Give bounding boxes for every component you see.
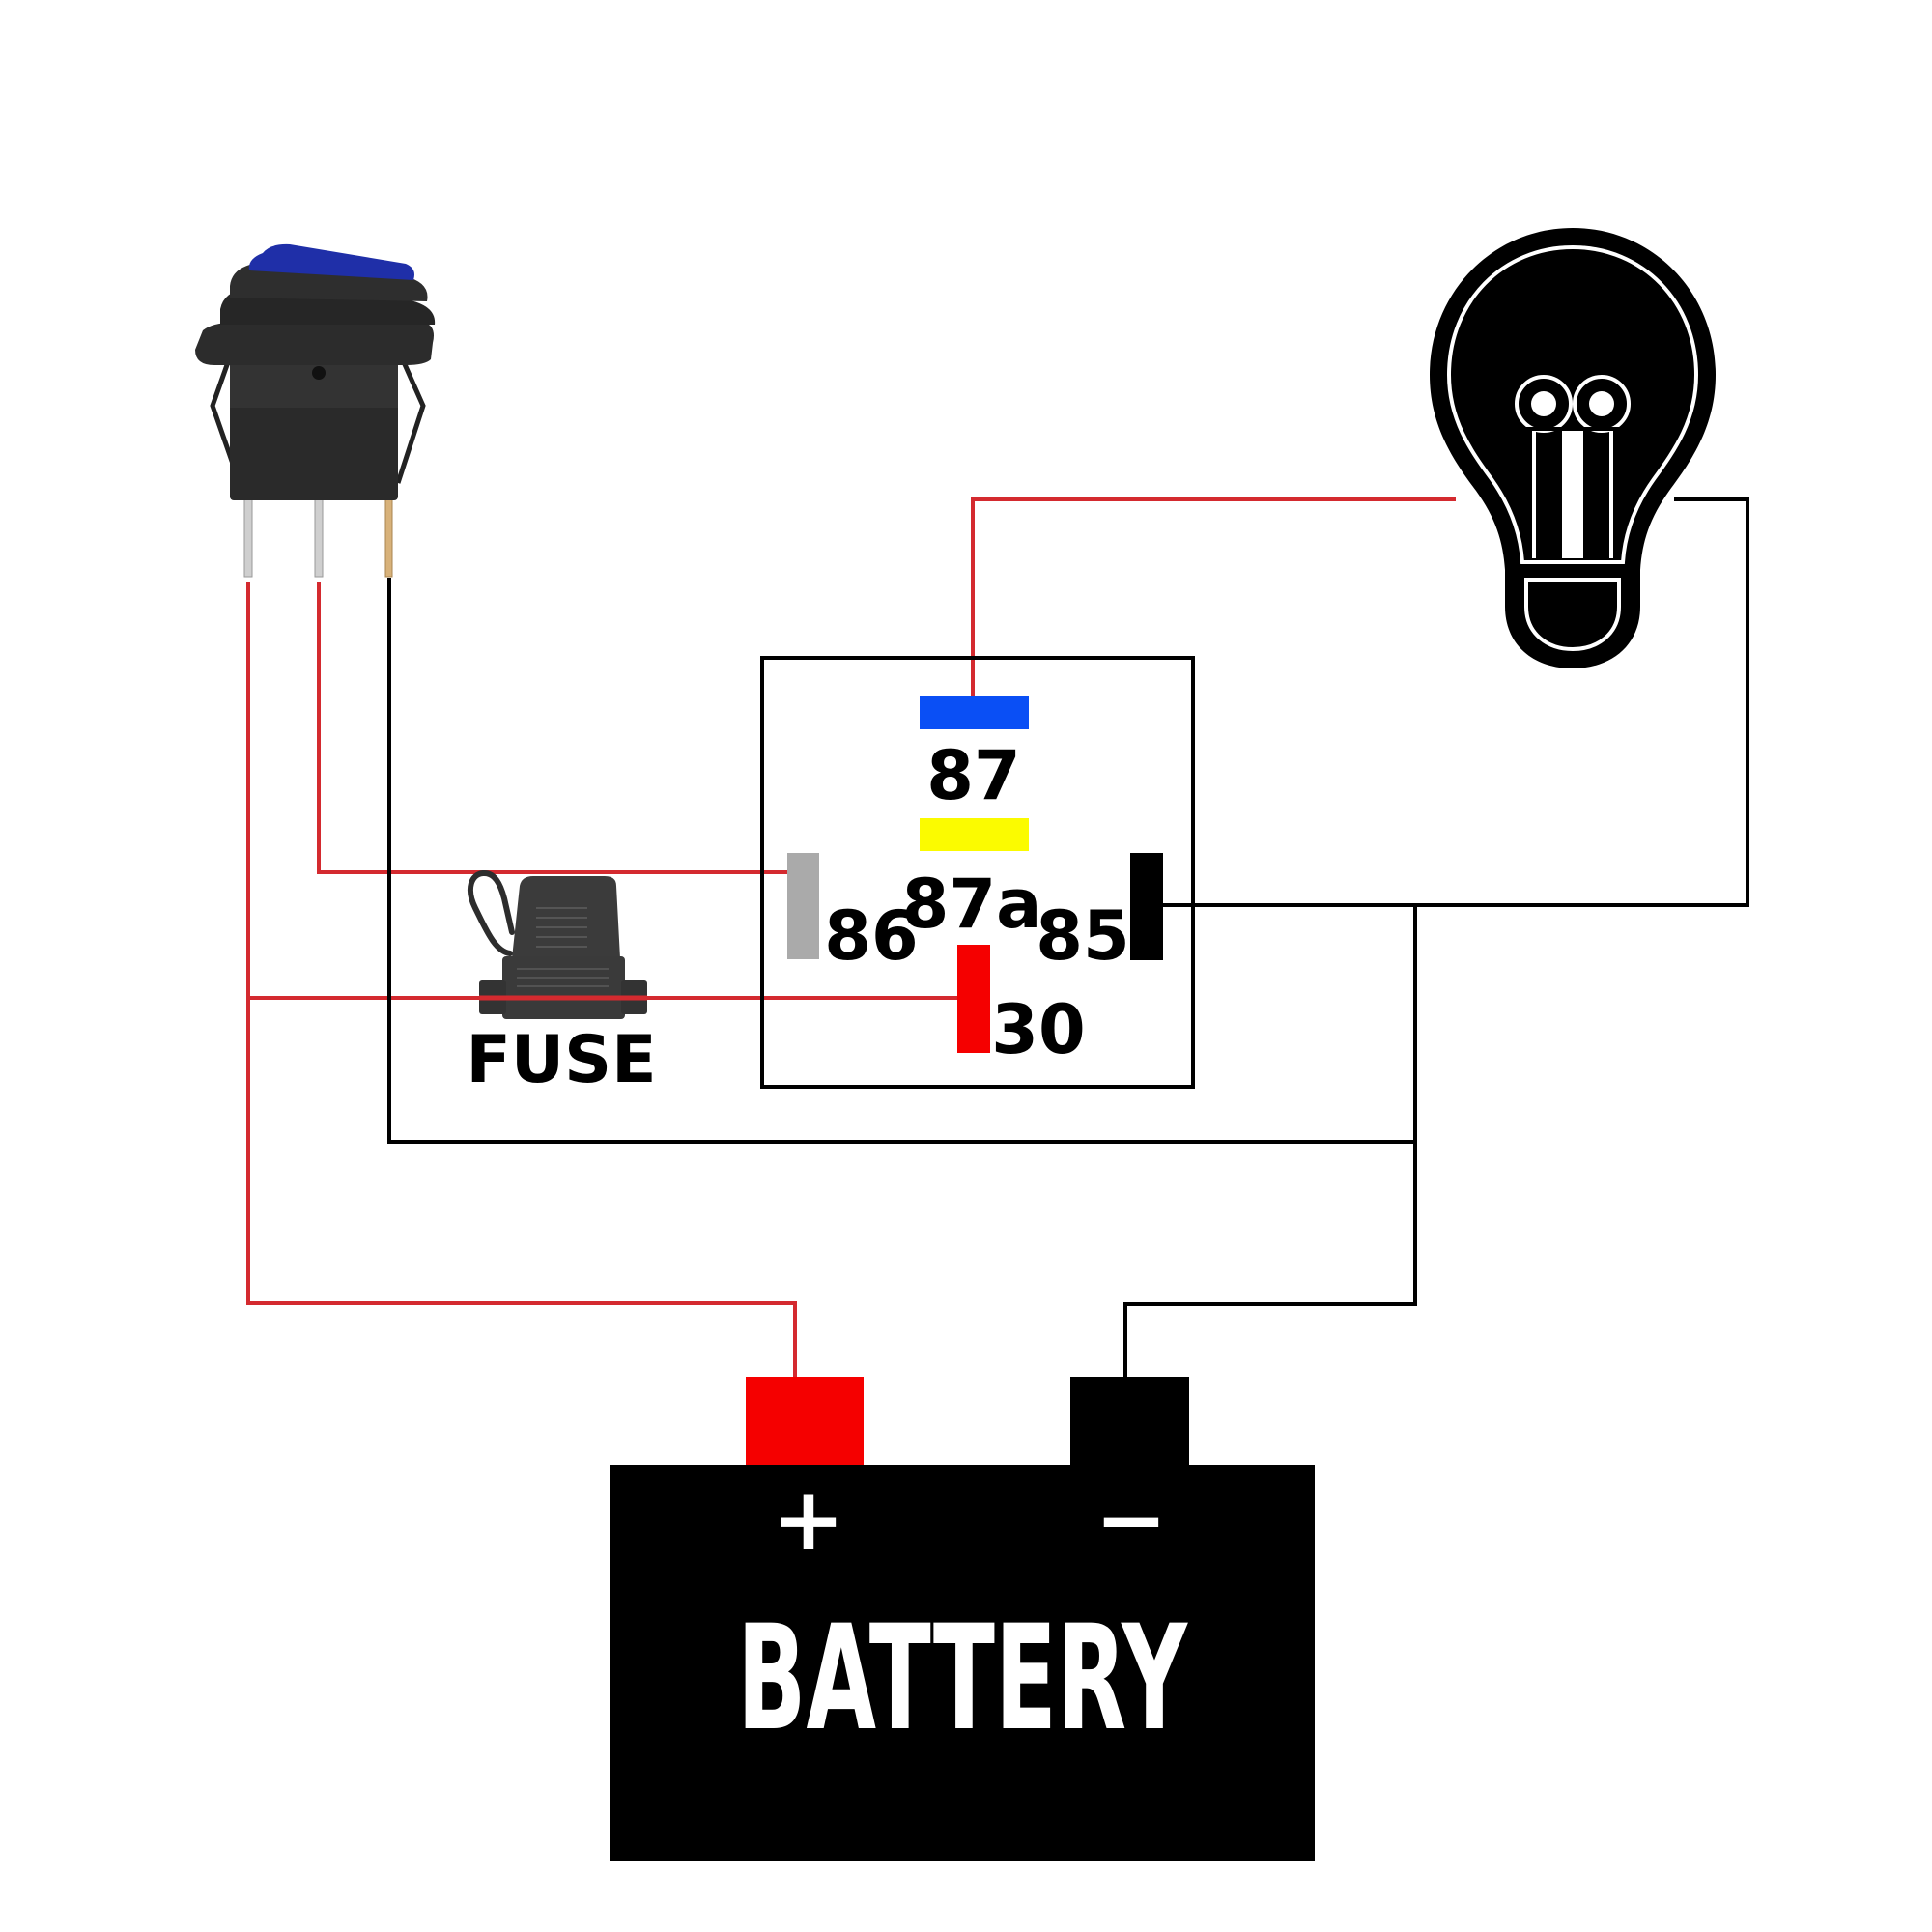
wire-switch-to-pin-86 [317,582,788,874]
relay-pin-30 [957,945,990,1053]
light-bulb-icon [1430,228,1716,668]
wire-ground-to-battery-negative [1123,905,1417,1377]
relay-pin-87-label: 87 [926,736,1020,815]
rocker-switch-icon [195,243,436,578]
fuse: FUSE [466,870,657,1098]
wire-switch-to-battery-positive [246,582,797,1377]
battery: + − BATTERY [610,1377,1315,1861]
battery-body [610,1465,1315,1861]
fuse-label: FUSE [466,1022,656,1098]
battery-negative-terminal [1070,1377,1189,1468]
wire-switch-ground [387,578,1415,1144]
wire-pin-87-to-lamp [971,497,1456,697]
battery-positive-symbol: + [772,1469,844,1571]
battery-positive-terminal [746,1377,864,1468]
wires [246,497,1749,1377]
relay-pin-85 [1130,853,1163,960]
relay-pin-86-label: 86 [824,896,918,976]
relay-pin-87 [920,696,1029,729]
relay-pin-87a-label: 87a [902,865,1042,944]
relay-pin-30-label: 30 [991,990,1085,1069]
relay-housing [760,656,1195,1089]
relay-pin-86 [787,853,819,959]
wire-lamp-to-pin-85 [1161,497,1749,907]
relay-pin-85-label: 85 [1036,896,1129,976]
relay-pin-87a [920,818,1029,851]
battery-label: BATTERY [737,1595,1188,1763]
relay: 87 87a 86 85 30 [760,656,1195,1089]
inline-fuse-holder-icon [467,870,647,1019]
battery-negative-symbol: − [1094,1469,1167,1571]
